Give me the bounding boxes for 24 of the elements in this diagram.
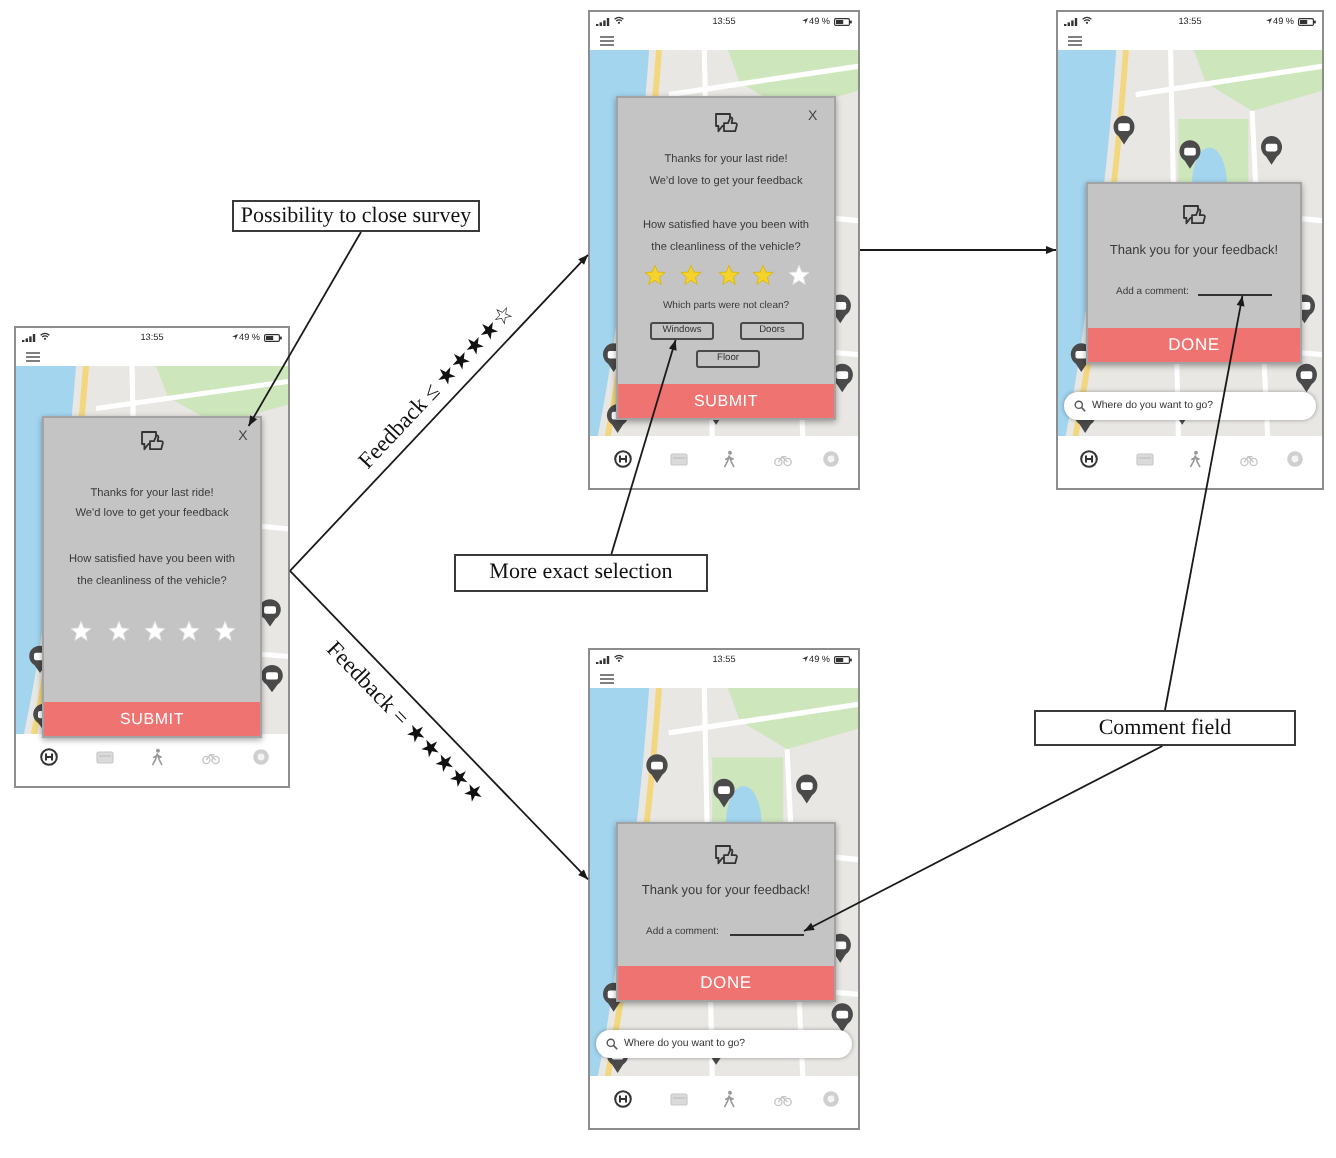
leader-line	[610, 339, 677, 555]
feedback-dialog	[42, 416, 262, 738]
callout-box: More exact selection	[454, 554, 708, 592]
submit-button: SUBMIT	[618, 384, 834, 418]
leader-line	[803, 745, 1164, 932]
search-field	[1064, 392, 1316, 420]
feedback-dialog	[616, 96, 836, 420]
flow-arrow	[289, 569, 589, 881]
flow-arrow	[859, 246, 1057, 254]
flow-arrow	[289, 253, 589, 572]
callout-box: Comment field	[1034, 710, 1296, 746]
phone-screen	[588, 10, 860, 490]
submit-button: SUBMIT	[44, 702, 260, 736]
phone-screen	[1056, 10, 1324, 490]
leader-line	[247, 231, 362, 427]
phone-screen	[588, 648, 860, 1130]
done-button: DONE	[618, 966, 834, 1000]
callout-box: Possibility to close survey	[232, 200, 480, 232]
feedback-dialog	[616, 822, 836, 1002]
done-button: DONE	[1088, 328, 1300, 362]
search-field	[596, 1030, 852, 1058]
feedback-dialog	[1086, 182, 1302, 364]
phone-screen	[14, 326, 290, 788]
leader-line	[1164, 295, 1245, 711]
